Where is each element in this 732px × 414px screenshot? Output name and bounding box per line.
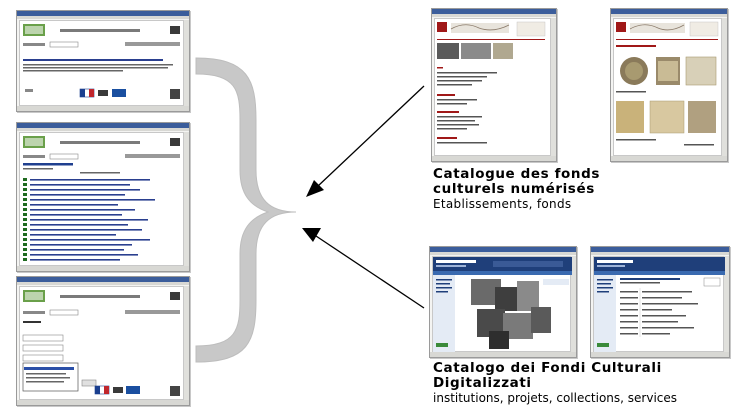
search-form-screenshot (16, 276, 190, 406)
italian-catalogue-screenshot-1 (429, 246, 577, 358)
italian-catalogue-caption: Catalogo dei Fondi Culturali Digitalizza… (433, 360, 678, 406)
italian-catalogue-title-line1: Catalogo dei Fondi Culturali (433, 360, 662, 376)
italian-catalogue-title-line2: Digitalizzati (433, 375, 532, 391)
french-catalogue-screenshot-1 (431, 8, 557, 162)
italian-catalogue-screenshot-2 (590, 246, 730, 358)
french-catalogue-title-line1: Catalogue des fonds (433, 166, 601, 182)
arrow-head-bottom (302, 228, 321, 242)
french-catalogue-title-line2: culturels numérisés (433, 181, 595, 197)
arrow-from-italian-catalogue (315, 235, 425, 309)
italian-catalogue-subtitle: institutions, projets, collections, serv… (433, 391, 678, 405)
arrow-head-top (306, 180, 324, 197)
french-catalogue-caption: Catalogue des fonds culturels numérisés … (433, 166, 601, 212)
search-home-screenshot (16, 10, 190, 112)
french-catalogue-screenshot-2 (610, 8, 728, 162)
search-results-screenshot (16, 122, 190, 272)
arrow-from-french-catalogue (317, 85, 425, 187)
french-catalogue-subtitle: Etablissements, fonds (433, 197, 572, 211)
